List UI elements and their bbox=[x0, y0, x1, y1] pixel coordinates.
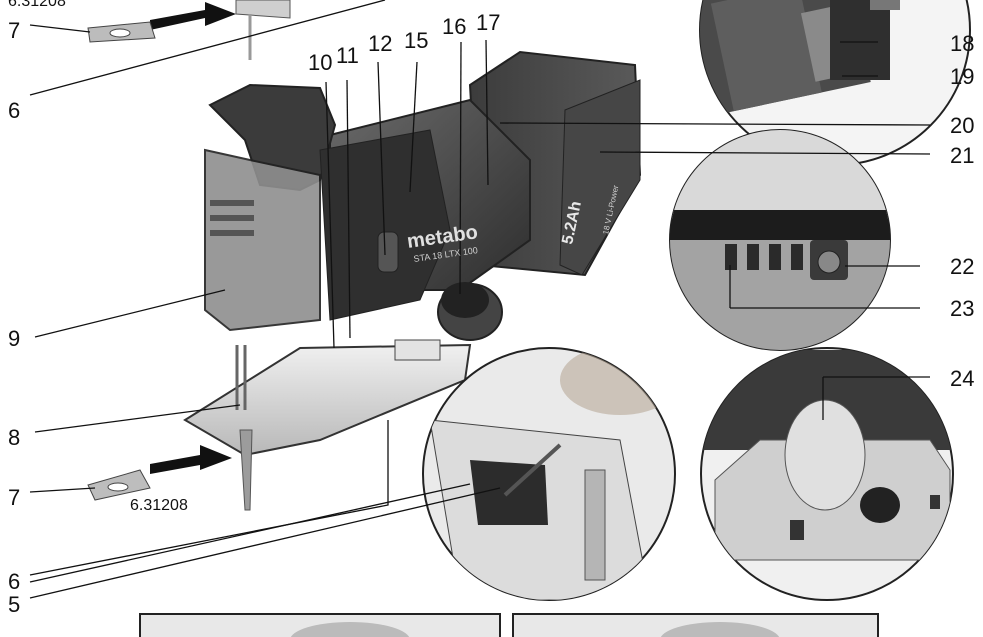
callout-16: 16 bbox=[442, 14, 467, 39]
dust-adapter-detail bbox=[700, 347, 954, 601]
callout-22: 22 bbox=[950, 254, 975, 279]
bottom-insert-group bbox=[87, 445, 232, 501]
bottom-photo-frames bbox=[139, 613, 879, 637]
part-code-bottom: 6.31208 bbox=[130, 497, 188, 514]
callout-6-bottom-a: 6 bbox=[8, 569, 21, 594]
part-code-top: 6.31208 bbox=[8, 0, 66, 10]
callout-21: 21 bbox=[950, 143, 975, 168]
callout-19: 19 bbox=[950, 64, 975, 89]
callout-23: 23 bbox=[950, 296, 975, 321]
callout-11: 11 bbox=[336, 43, 359, 68]
callout-17: 17 bbox=[476, 10, 501, 35]
callout-7-top: 7 bbox=[8, 18, 21, 43]
battery-release-detail bbox=[699, 0, 971, 166]
callout-15: 15 bbox=[404, 28, 429, 53]
callout-8: 8 bbox=[8, 425, 21, 450]
charge-indicator-detail bbox=[669, 129, 891, 351]
callout-6-top: 6 bbox=[8, 98, 21, 123]
callout-9: 9 bbox=[8, 326, 21, 351]
callout-20: 20 bbox=[950, 113, 975, 138]
callout-12: 12 bbox=[368, 31, 393, 56]
callout-10: 10 bbox=[308, 50, 333, 75]
callout-18: 18 bbox=[950, 31, 975, 56]
jigsaw-body bbox=[183, 50, 642, 511]
callout-5: 5 bbox=[8, 592, 21, 617]
callout-7-bottom: 7 bbox=[8, 485, 21, 510]
callout-24: 24 bbox=[950, 366, 975, 391]
leader-lines bbox=[29, 0, 931, 599]
blade-clamp-detail bbox=[422, 347, 676, 601]
top-insert-group bbox=[87, 0, 291, 60]
